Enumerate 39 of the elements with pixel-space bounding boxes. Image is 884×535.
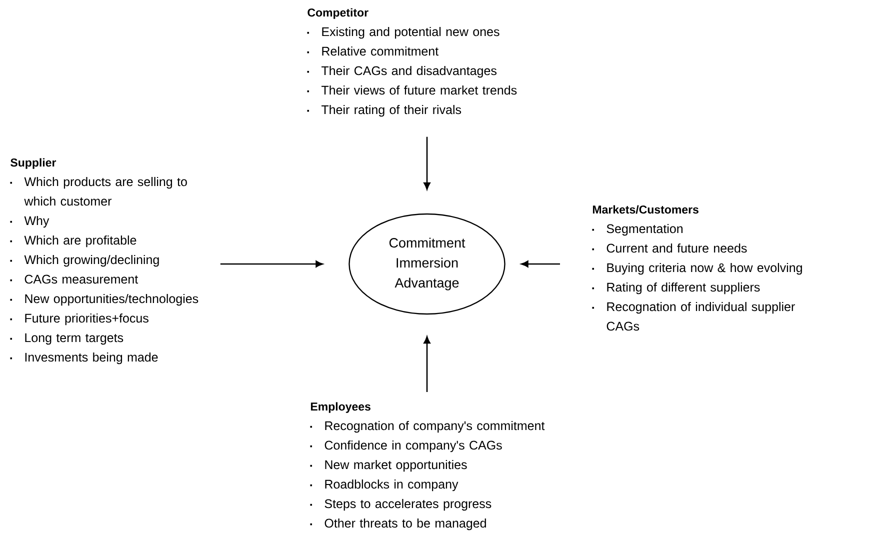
heading: Employees — [310, 402, 370, 413]
bullet-item: Which growing/declining — [10, 254, 159, 267]
bullet-item: Segmentation — [592, 224, 682, 236]
bullet-item: Future priorities+focus — [10, 313, 148, 326]
bullet-item: Rating of different suppliers — [592, 282, 760, 294]
bullet-item: Other threats to be managed — [310, 518, 486, 530]
bullet-item: Their views of future market trends — [307, 85, 517, 95]
text-block — [592, 205, 802, 331]
arrow — [220, 260, 323, 268]
bullet-item: Recognation of company's commitment — [310, 420, 545, 433]
bullet-item: Their rating of their rivals — [307, 104, 462, 117]
bullet-item: Relative commitment — [307, 46, 438, 56]
bullet-item: Long term targets — [10, 333, 124, 345]
bullet-item: Recognation of individual supplier CAGs — [592, 302, 795, 331]
bullet-item: Which are profitable — [10, 235, 136, 248]
arrow — [424, 136, 430, 190]
ellipse — [348, 213, 506, 315]
bullet-item: Their CAGs and disadvantages — [307, 66, 496, 78]
bullet-item: Confidence in company's CAGs — [310, 440, 502, 452]
bullet-item: Which products are selling to which customer — [10, 176, 187, 206]
heading: Markets/Customers — [592, 205, 698, 214]
heading: Competitor — [308, 8, 368, 19]
bullet-item: CAGs measurement — [10, 274, 138, 284]
node-label: Commitment Immersion Advantage — [389, 238, 466, 290]
bullet-item: Steps to accelerates progress — [310, 498, 492, 511]
bullet-item: Current and future needs — [592, 243, 747, 253]
heading: Supplier — [10, 158, 56, 169]
bullet-item: New market opportunities — [310, 460, 467, 472]
bullet-item: Roadblocks in company — [310, 479, 458, 492]
bullet-item: New opportunities/technologies — [10, 294, 198, 306]
text-block — [307, 8, 517, 117]
bullet-item: Invesments being made — [10, 352, 158, 364]
text-block — [310, 402, 545, 530]
text-block — [10, 158, 198, 364]
bullet-item: Why — [10, 216, 50, 228]
bullet-item: Buying criteria now & how evolving — [592, 262, 802, 275]
arrow — [521, 260, 560, 268]
bullet-item: Existing and potential new ones — [307, 26, 500, 39]
arrow — [424, 336, 430, 392]
